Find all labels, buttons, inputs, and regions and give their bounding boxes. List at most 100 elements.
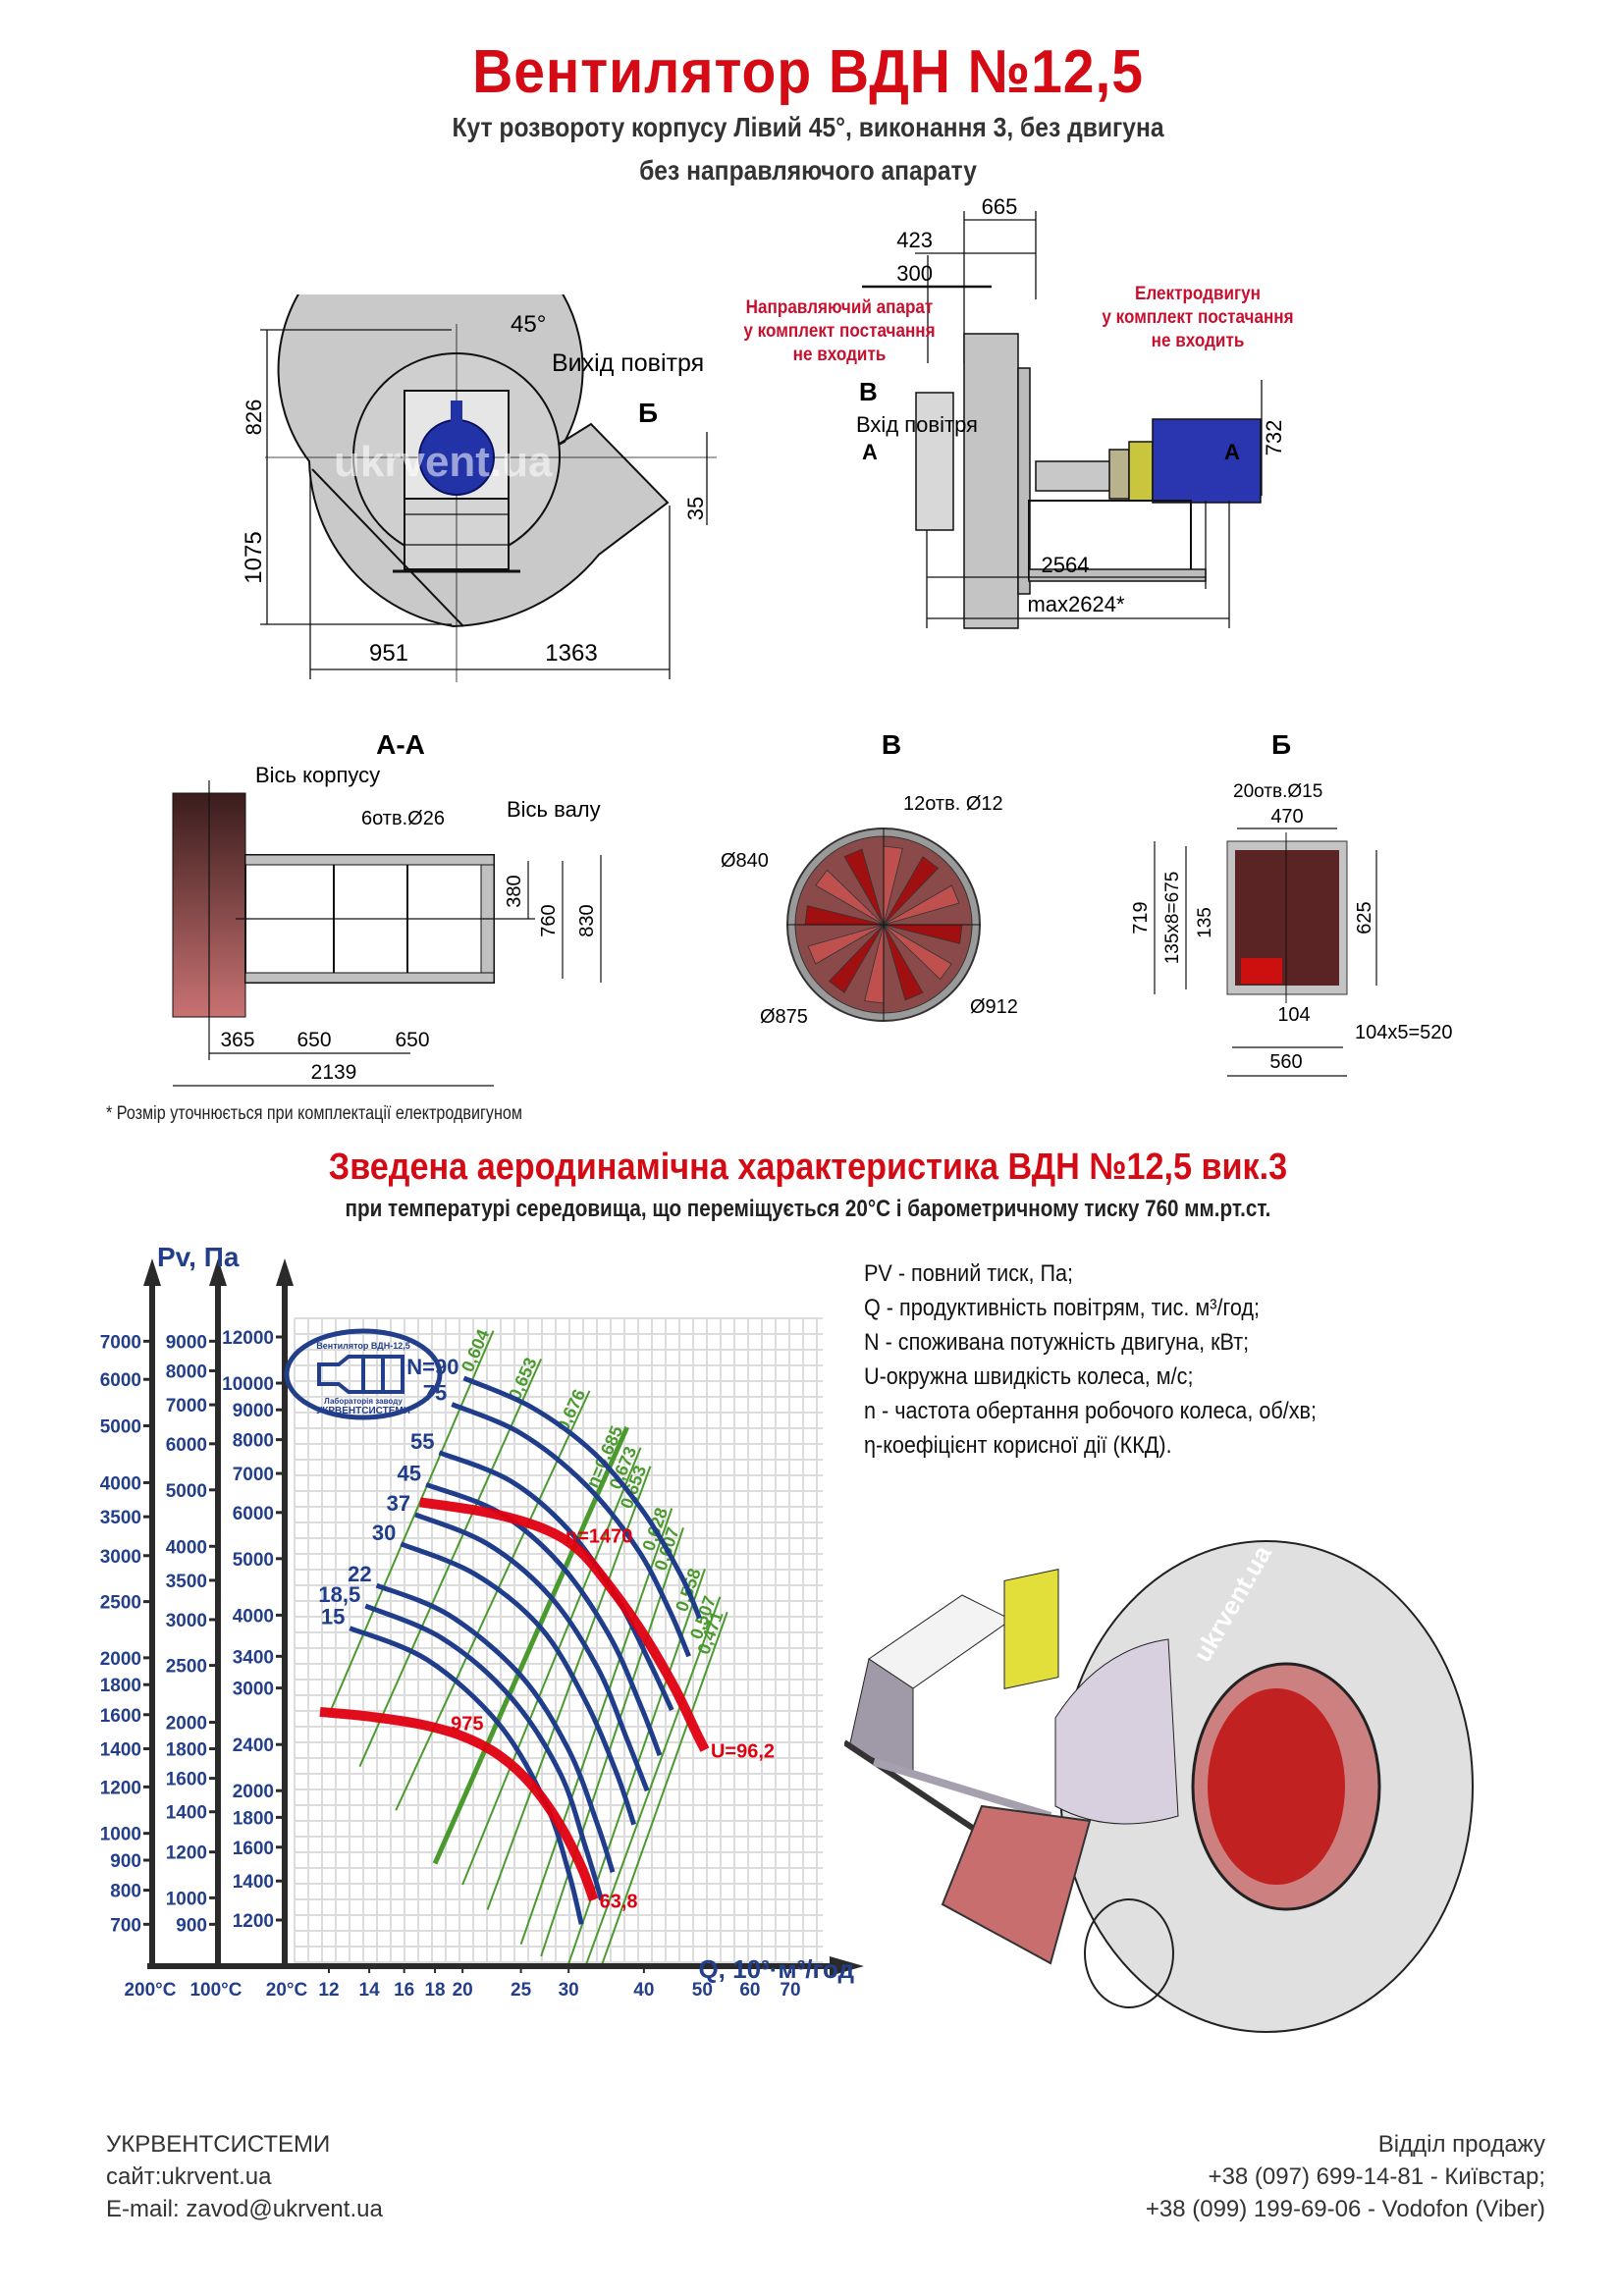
section-mark-b: Б — [638, 398, 658, 428]
vane-blade — [828, 924, 885, 993]
dim-470: 470 — [1270, 806, 1303, 828]
dim-2564: 2564 — [1042, 553, 1090, 577]
stamp-middle: Лабораторія заводу — [324, 1397, 403, 1406]
view-v-drawing: В 12отв. Ø12 Ø840 Ø875 Ø912 — [721, 729, 1018, 1028]
section-mark-a-right: А — [1224, 440, 1240, 464]
x-tick-label: 40 — [633, 1980, 654, 2001]
y-tick-label: 1200 — [100, 1778, 141, 1798]
dim-365: 365 — [220, 1029, 254, 1051]
power-curve-label: 37 — [387, 1491, 410, 1516]
y-tick-label: 4000 — [100, 1473, 141, 1494]
dim-520: 104х5=520 — [1355, 1022, 1453, 1043]
y-tick-label: 9000 — [233, 1401, 274, 1421]
arrow-up-icon — [276, 1258, 294, 1286]
vane-blade — [807, 924, 885, 965]
legend-n-speed: n - частота обертання робочого колеса, о… — [864, 1398, 1317, 1424]
footnote: * Розмір уточнюється при комплектації ел… — [106, 1103, 523, 1124]
y-tick-label: 1800 — [100, 1676, 141, 1696]
x-tick-label: 16 — [394, 1980, 414, 2001]
view-mark-v: В — [859, 377, 878, 406]
dim-560: 560 — [1269, 1051, 1302, 1073]
efficiency-line — [328, 1330, 495, 1716]
email-link[interactable]: E-mail: zavod@ukrvent.ua — [106, 2196, 383, 2222]
dim-1363: 1363 — [545, 640, 597, 667]
view-b-title: Б — [1271, 729, 1291, 760]
y-tick-label: 1200 — [166, 1843, 207, 1864]
y-tick-label: 1600 — [233, 1839, 274, 1859]
speed-curve-label: n=1470 — [566, 1526, 632, 1548]
arrow-right-icon — [830, 1956, 864, 1976]
y-tick-label: 1800 — [233, 1808, 274, 1829]
watermark: ukrvent.ua — [334, 438, 553, 486]
axis-body-label: Вісь корпусу — [255, 763, 380, 787]
power-curve — [462, 1375, 702, 1620]
dim-760: 760 — [538, 904, 560, 936]
x-tick-label: 14 — [359, 1980, 381, 2001]
arrow-up-icon — [209, 1258, 227, 1286]
y-tick-label: 1400 — [233, 1872, 274, 1893]
dim-650-b: 650 — [395, 1029, 429, 1051]
motor-note: Електродвигун у комплект постачання не в… — [1102, 284, 1294, 351]
phone-kyivstar[interactable]: +38 (097) 699-14-81 - Київстар; — [1208, 2163, 1545, 2190]
dim-35: 35 — [683, 497, 708, 520]
dim-826: 826 — [242, 400, 266, 436]
dim-135: 135 — [1195, 907, 1215, 938]
y-tick-label: 5000 — [166, 1481, 207, 1502]
x-tick-label: 12 — [318, 1980, 339, 2001]
power-curve-label: 30 — [372, 1521, 396, 1545]
temperature-label: 20°С — [266, 1980, 308, 2001]
speed-curve-label: 975 — [451, 1714, 483, 1735]
legend-q: Q - продуктивність повітрям, тис. м³/год… — [864, 1295, 1261, 1321]
speed-curve-end-label: U=96,2 — [711, 1741, 775, 1763]
legend-n: N - споживана потужність двигуна, кВт; — [864, 1329, 1250, 1356]
inlet-label: Вхід повітря — [856, 412, 978, 437]
power-curve — [375, 1582, 616, 1873]
y-tick-label: 1200 — [233, 1911, 274, 1932]
efficiency-line — [432, 1426, 629, 1865]
speed-curve — [319, 1706, 599, 1902]
y-tick-label: 5000 — [100, 1416, 141, 1437]
website-link[interactable]: сайт:ukrvent.ua — [106, 2163, 272, 2190]
y-tick-label: 900 — [176, 1915, 207, 1936]
y-tick-label: 2000 — [166, 1714, 207, 1735]
chart-legend: PV - повний тиск, Па; Q - продуктивність… — [864, 1256, 1367, 1463]
y-tick-label: 1800 — [166, 1740, 207, 1761]
sales-heading: Відділ продажу — [1377, 2131, 1545, 2158]
phone-vodafone[interactable]: +38 (099) 199-69-06 - Vodofon (Viber) — [1145, 2196, 1545, 2222]
dim-650-a: 650 — [296, 1029, 331, 1051]
vane-blade — [815, 869, 885, 926]
y-tick-label: 7000 — [100, 1332, 141, 1353]
y-tick-label: 3400 — [233, 1647, 274, 1668]
dim-830: 830 — [576, 904, 598, 936]
vane-blade — [883, 856, 940, 926]
y-tick-label: 2500 — [100, 1593, 141, 1614]
power-curve-label: 18,5 — [318, 1582, 360, 1607]
lab-stamp: Вентилятор ВДН-12,5 Лабораторія заводу У… — [284, 1328, 443, 1420]
y-tick-label: 8000 — [233, 1431, 274, 1452]
subtitle-guide-vane: без направляючого апарату — [639, 155, 977, 186]
y-tick-label: 1600 — [166, 1770, 207, 1790]
dim-719: 719 — [1130, 901, 1152, 934]
vane-blade — [843, 848, 885, 926]
dim-732: 732 — [1262, 420, 1286, 456]
speed-curve — [419, 1497, 710, 1752]
side-view-drawing: 665 423 300 2564 max2624* 732 Вхід повіт… — [856, 196, 1286, 629]
dim-625: 625 — [1354, 901, 1375, 934]
stamp-bottom: УКРВЕНТСИСТЕМИ — [316, 1406, 410, 1416]
guide-vane-note: Направляючий апарат у комплект постачанн… — [743, 297, 936, 365]
y-tick-label: 1000 — [100, 1825, 141, 1845]
footer-sales: Відділ продажу +38 (097) 699-14-81 - Киї… — [1146, 2128, 1545, 2225]
temperature-label: 200°С — [124, 1980, 176, 2001]
power-curve-label: 55 — [410, 1429, 434, 1454]
chart-title: Зведена аеродинамічна характеристика ВДН… — [328, 1147, 1288, 1188]
power-curve — [349, 1626, 584, 1925]
y-tick-label: 12000 — [222, 1328, 274, 1349]
efficiency-line — [461, 1447, 642, 1886]
y-tick-label: 3500 — [166, 1572, 207, 1592]
holes-12-label: 12отв. Ø12 — [903, 793, 1003, 815]
power-curve-label: 45 — [398, 1461, 421, 1485]
stamp-top: Вентилятор ВДН-12,5 — [316, 1341, 409, 1351]
power-curve — [451, 1402, 691, 1658]
efficiency-line — [486, 1466, 652, 1910]
efficiency-line — [540, 1527, 684, 1957]
